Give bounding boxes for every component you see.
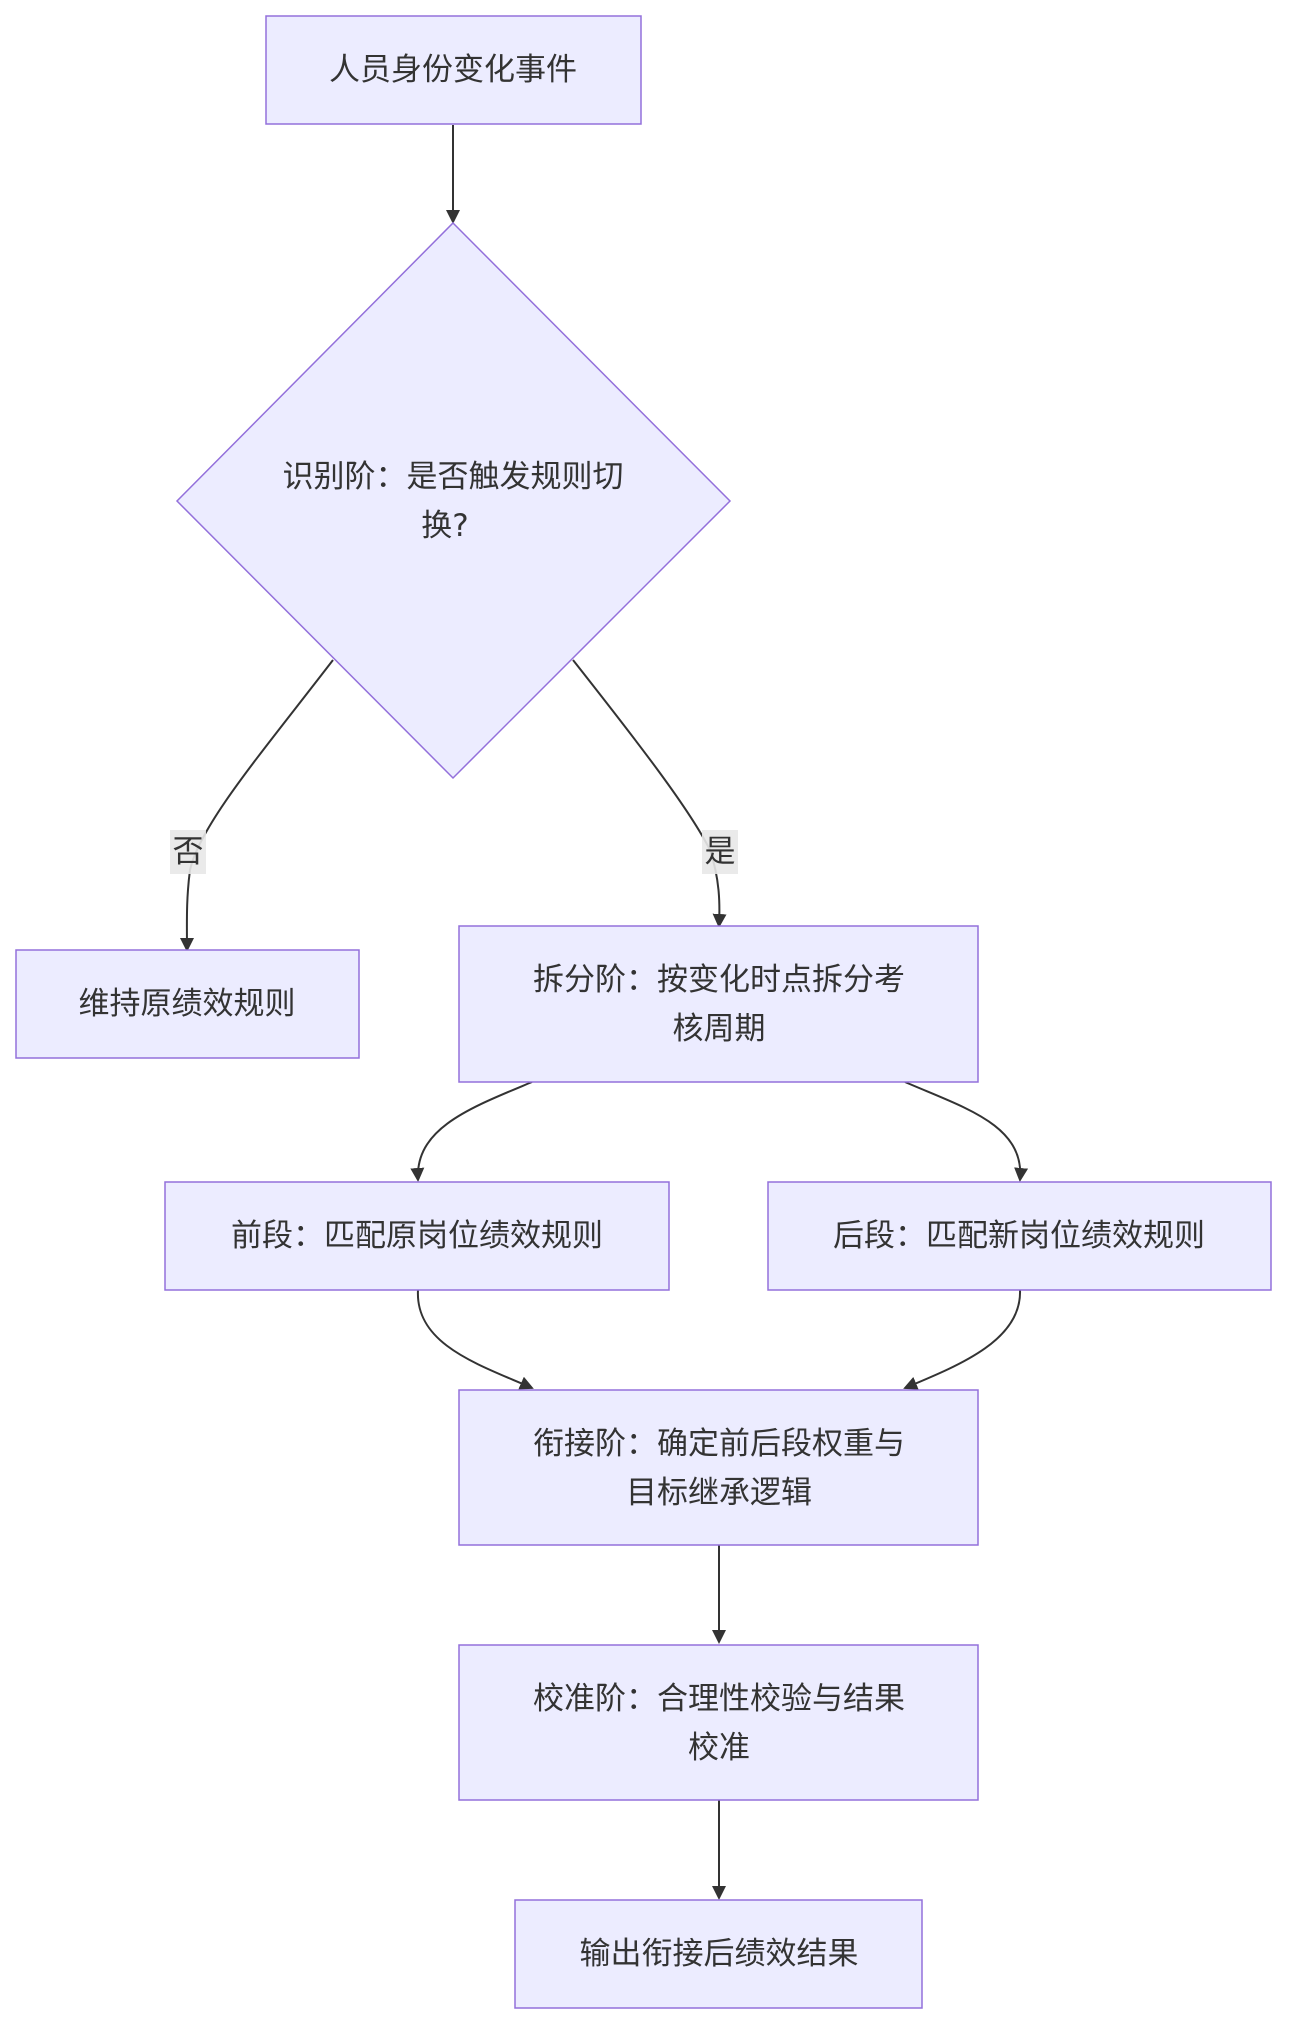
svg-text:衔接阶：确定前后段权重与: 衔接阶：确定前后段权重与 — [533, 1426, 905, 1462]
svg-text:人员身份变化事件: 人员身份变化事件 — [329, 52, 577, 88]
edge-label-no: 否 — [170, 830, 206, 874]
svg-text:前段：匹配原岗位绩效规则: 前段：匹配原岗位绩效规则 — [231, 1218, 603, 1254]
node-back: 后段：匹配新岗位绩效规则 — [767, 1181, 1272, 1291]
node-identify-decision: 识别阶：是否触发规则切 换? — [175, 221, 732, 780]
edges — [179, 125, 1029, 1900]
edge-back-to-connect — [903, 1289, 1022, 1390]
svg-text:输出衔接后绩效结果: 输出衔接后绩效结果 — [580, 1936, 859, 1972]
edge-split-to-back — [904, 1081, 1029, 1182]
edge-front-to-connect — [416, 1289, 534, 1390]
svg-text:校准: 校准 — [688, 1730, 750, 1766]
edge-split-to-front — [410, 1081, 533, 1182]
edge-label-yes: 是 — [702, 830, 738, 874]
edge-identify-to-split — [572, 659, 727, 928]
node-connect: 衔接阶：确定前后段权重与 目标继承逻辑 — [458, 1389, 979, 1546]
svg-text:换?: 换? — [421, 508, 468, 544]
node-output: 输出衔接后绩效结果 — [514, 1899, 923, 2009]
node-keep: 维持原绩效规则 — [15, 949, 360, 1059]
svg-text:目标继承逻辑: 目标继承逻辑 — [626, 1475, 812, 1511]
svg-text:核周期: 核周期 — [673, 1011, 766, 1047]
node-start: 人员身份变化事件 — [265, 15, 642, 125]
svg-text:拆分阶：按变化时点拆分考: 拆分阶：按变化时点拆分考 — [533, 962, 905, 998]
edge-identify-to-keep — [179, 659, 334, 952]
svg-text:识别阶：是否触发规则切: 识别阶：是否触发规则切 — [283, 459, 624, 495]
node-calibrate: 校准阶：合理性校验与结果 校准 — [458, 1644, 979, 1801]
node-front: 前段：匹配原岗位绩效规则 — [164, 1181, 670, 1291]
node-split: 拆分阶：按变化时点拆分考 核周期 — [458, 925, 979, 1083]
svg-text:后段：匹配新岗位绩效规则: 后段：匹配新岗位绩效规则 — [833, 1218, 1205, 1254]
svg-text:校准阶：合理性校验与结果: 校准阶：合理性校验与结果 — [533, 1681, 905, 1717]
svg-text:维持原绩效规则: 维持原绩效规则 — [79, 986, 296, 1022]
svg-text:是: 是 — [705, 834, 736, 870]
svg-text:否: 否 — [173, 834, 204, 870]
